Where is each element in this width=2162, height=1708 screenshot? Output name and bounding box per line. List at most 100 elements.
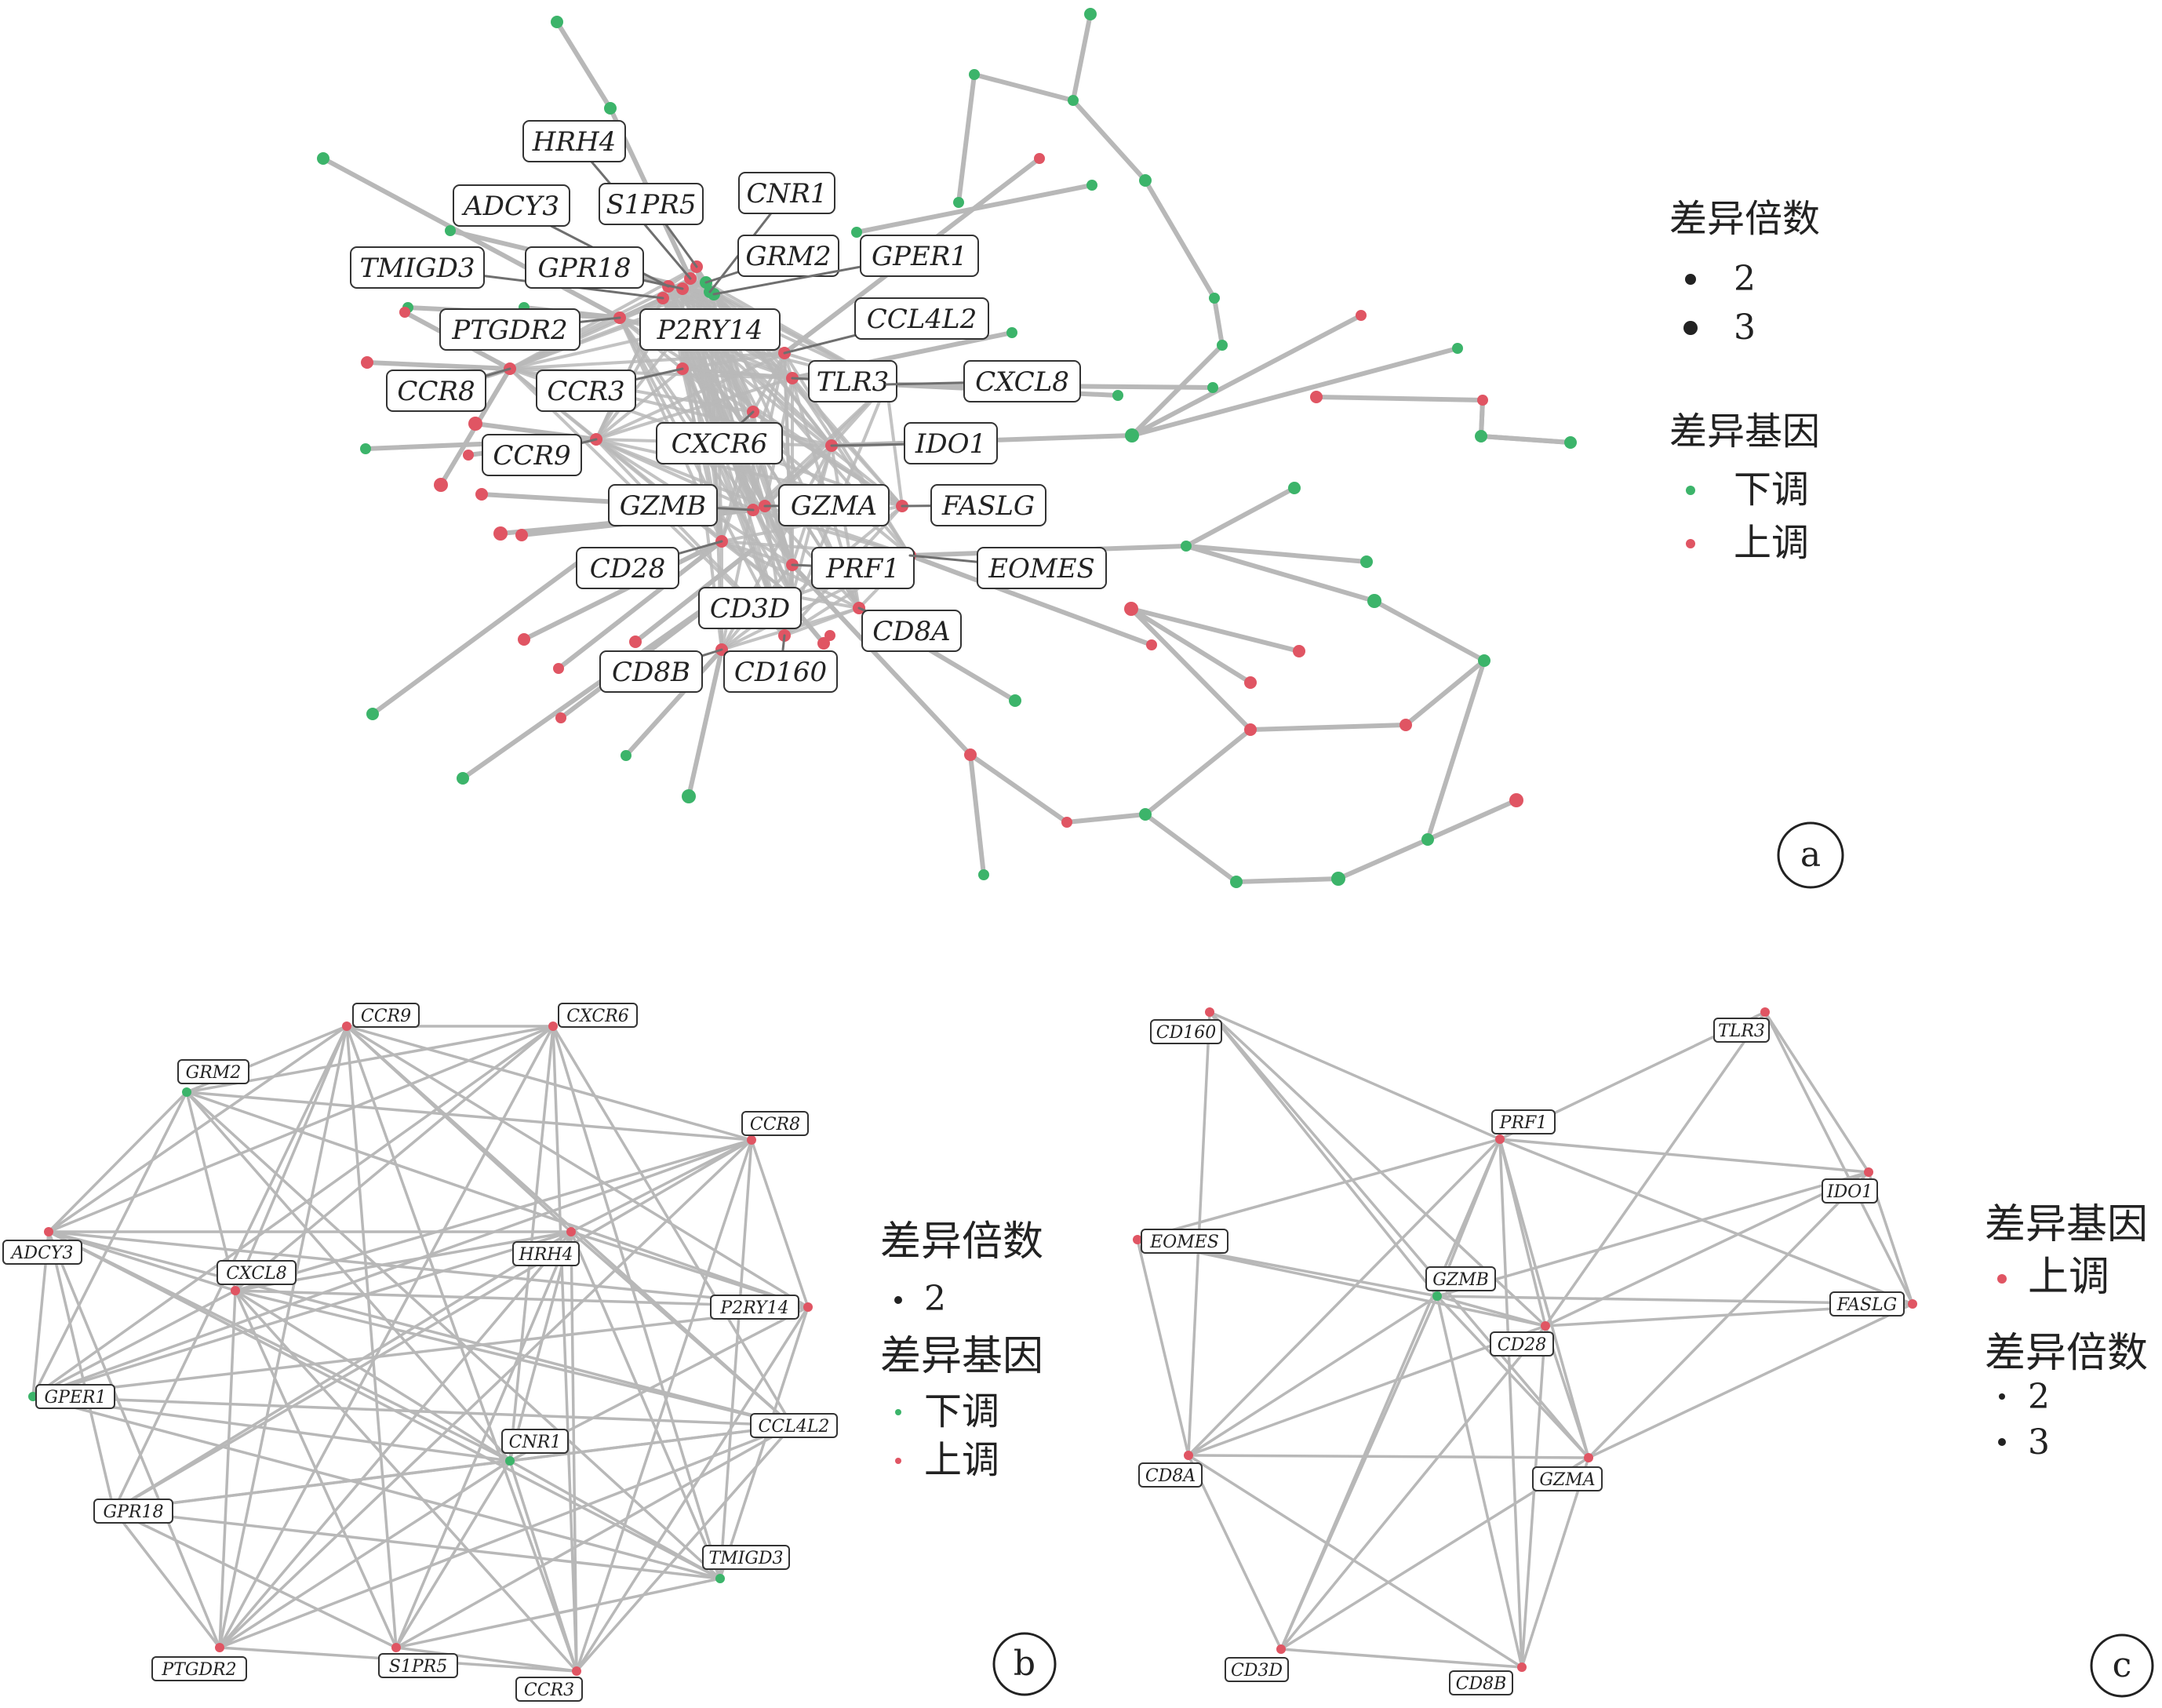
panel-b-label-box: [352, 1003, 420, 1028]
panel-a-label-adcy3: ADCY3: [461, 191, 559, 222]
panel-b-label-box: [702, 1545, 790, 1570]
panel-b-label-grm2: GRM2: [186, 1063, 242, 1083]
panel-b-node-ccr8: [747, 1135, 756, 1145]
panel-a-label-box: [860, 235, 979, 277]
panel-a-node: [361, 356, 373, 369]
panel-c-edge: [1187, 1454, 1590, 1459]
panel-a-fc-title: 差异倍数: [1669, 197, 1820, 241]
panel-c-edge: [1763, 1011, 1914, 1306]
panel-c-label-cd3d: CD3D: [1231, 1661, 1283, 1681]
panel-a-node: [399, 307, 410, 318]
panel-a-edge: [968, 752, 1069, 825]
panel-a-label-box: [861, 610, 962, 652]
panel-c-fc-dot-3: [1998, 1438, 2006, 1446]
panel-b-label-box: [217, 1260, 297, 1285]
panel-a-edge: [752, 508, 794, 566]
panel-b-edge: [47, 1230, 722, 1580]
panel-b-edge: [395, 1230, 573, 1649]
panel-b-edge: [112, 1138, 753, 1512]
panel-a-edge: [783, 606, 861, 637]
panel-c-edge: [1587, 1302, 1914, 1459]
panel-a-label-box: [576, 547, 679, 589]
panel-b-edge: [31, 1289, 237, 1398]
panel-a-edge: [1143, 178, 1217, 300]
panel-a-node: [553, 663, 564, 674]
panel-c-edge: [1279, 1324, 1547, 1651]
panel-a-node: [1061, 817, 1072, 828]
panel-b-edge: [218, 1138, 753, 1649]
panel-a-node: [1244, 723, 1257, 736]
panel-c-edge: [1187, 1454, 1523, 1669]
panel-b-edge: [234, 1289, 511, 1462]
panel-c-node-prf1: [1495, 1134, 1505, 1144]
panel-a-edge: [370, 547, 599, 716]
panel-c-edge: [1208, 1011, 1501, 1141]
panel-a-label-cnr1: CNR1: [747, 178, 828, 209]
panel-a-label-cd3d: CD3D: [710, 593, 790, 625]
panel-a-node: [824, 630, 835, 641]
panel-a-node: [457, 772, 469, 785]
panel-a-fc-dot-2: [1685, 274, 1696, 285]
svg-text:b: b: [1014, 1644, 1036, 1684]
panel-c-edge: [1436, 1295, 1590, 1459]
panel-a-label-box: [482, 434, 582, 476]
panel-a-edge: [1212, 296, 1225, 348]
panel-a-node: [1209, 293, 1220, 304]
panel-b-label-tmigd3: TMIGD3: [708, 1549, 783, 1568]
panel-b-down-dot: [895, 1409, 901, 1415]
panel-b-edge: [112, 1509, 398, 1649]
panel-a-node: [1399, 719, 1412, 731]
panel-a-label-box: [639, 308, 781, 351]
panel-a-edge: [791, 595, 861, 610]
panel-b-edge: [570, 1230, 794, 1427]
panel-b-deg-title: 差异基因: [880, 1333, 1043, 1380]
panel-a-label-box: [738, 172, 835, 214]
panel-a-label-box: [522, 120, 626, 162]
panel-b-edge: [234, 1025, 348, 1292]
panel-a-up-label: 上调: [1734, 521, 1809, 565]
panel-b-edge: [31, 1395, 722, 1580]
panel-a-label-box: [977, 547, 1107, 589]
panel-b-node-adcy3: [44, 1227, 53, 1236]
panel-a-node: [604, 102, 617, 115]
panel-b-node-ccr3: [572, 1666, 581, 1676]
panel-a-label-box: [599, 650, 703, 693]
panel-c-deg-title: 差异基因: [1985, 1201, 2148, 1248]
panel-c-label-box: [1449, 1670, 1513, 1695]
panel-b-node-cnr1: [505, 1456, 515, 1466]
panel-b-edge: [395, 1577, 722, 1649]
panel-a-label-box: [599, 183, 704, 225]
panel-c-node-gzma: [1584, 1453, 1593, 1462]
svg-text:a: a: [1800, 835, 1821, 875]
panel-a-label-gzmb: GZMB: [620, 490, 707, 522]
panel-c-legend: 差异基因 上调 差异倍数 2 3: [1985, 1201, 2148, 1462]
panel-a-node: [1356, 310, 1367, 321]
panel-a-node: [1509, 793, 1523, 807]
panel-c-label-cd160: CD160: [1156, 1023, 1216, 1043]
panel-b-edge: [508, 1230, 573, 1462]
panel-a-node: [1293, 645, 1305, 657]
panel-c-label-eomes: EOMES: [1149, 1233, 1219, 1252]
panel-b-fc-dot-2: [894, 1296, 902, 1304]
panel-b-edge: [185, 1091, 753, 1142]
panel-a-label-box: [808, 360, 897, 402]
panel-a-node: [360, 443, 371, 454]
panel-c-edge: [1436, 1171, 1870, 1298]
panel-a-label-gpr18: GPR18: [538, 253, 631, 284]
panel-a-node: [1244, 676, 1257, 689]
panel-b-up-dot: [895, 1458, 901, 1464]
panel-a-node: [1207, 382, 1218, 393]
panel-a-edge: [686, 647, 724, 799]
panel-b-edge: [570, 1230, 578, 1673]
panel-b-edge: [551, 1025, 578, 1673]
panel-a-label-box: [854, 297, 989, 340]
panel-b-edge: [218, 1459, 511, 1649]
panel-a-node: [493, 526, 508, 541]
panel-a-node: [629, 635, 642, 648]
panel-b-up-label: 上调: [924, 1438, 999, 1482]
panel-b-edge: [47, 1230, 221, 1649]
panel-b-label-box: [512, 1241, 580, 1266]
panel-a-node: [817, 637, 830, 650]
panel-c-edge: [1436, 1295, 1547, 1327]
